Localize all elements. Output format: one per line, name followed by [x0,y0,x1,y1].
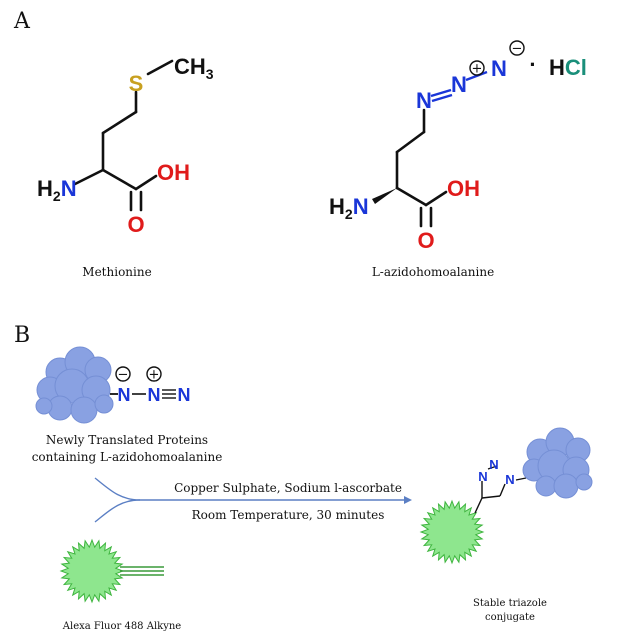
bond-c-oh [134,174,158,191]
methionine-methyl-ch: CH [174,54,206,79]
aha-minus-charge-circle [509,40,525,56]
bond-ca-n [73,168,105,186]
scheme-azide-minus-circle [115,366,131,382]
product-caption-line1: Stable triazole [473,598,547,609]
bond-ch2-ch2 [101,110,138,135]
product-caption-line2: conjugate [485,612,535,623]
arrow-branch-bottom [94,499,141,523]
aha-amine-sub: 2 [345,206,353,222]
aha-dot: · [529,52,536,77]
bond-ca-c [101,168,138,191]
product-starburst-icon [419,499,485,565]
methionine-methyl: CH3 [174,54,214,82]
triazole-n-left: N [478,469,487,484]
scheme-azide-plus-circle [146,366,162,382]
bond-n1-n2-b [431,93,453,103]
condition-line2: Room Temperature, 30 minutes [192,508,385,522]
methionine-structure: S CH3 H2N OH O [37,54,214,237]
scheme-azide-plus: + [149,368,160,383]
bond-s-ch3 [146,59,174,76]
aha-n3: N [491,56,507,81]
bond-c-oh-aha [424,190,448,207]
triazole-n-top: N [489,457,498,472]
condition-line1: Copper Sulphate, Sodium l-ascorbate [174,481,402,495]
wedge-bond-ca-n [372,188,397,204]
aha-n1: N [416,88,432,113]
protein-blob-icon [35,346,114,424]
triazole-ring [481,465,506,499]
methionine-hydroxyl: OH [157,160,190,185]
aha-hcl-cl: Cl [565,55,587,80]
aha-amine-n: N [353,194,369,219]
triazole-n-right: N [505,472,514,487]
aha-n2: N [451,72,467,97]
product-protein-blob-icon [522,427,593,499]
scheme-azide-n3: N [178,385,191,405]
scheme-azide-minus: − [118,368,129,383]
bond-n2-n3 [465,70,488,82]
methionine-hydroxyl-text: OH [157,160,190,185]
protein-caption-line1: Newly Translated Proteins [46,433,208,447]
scheme-azide-n1: N [118,385,131,405]
aha-caption: L-azidohomoalanine [372,265,494,279]
aha-hydroxyl: OH [447,176,480,201]
aha-hcl-h: H [549,55,565,80]
aha-hydroxyl-text: OH [447,176,480,201]
reaction-arrow-head [404,496,412,504]
methionine-caption: Methionine [82,265,151,279]
methionine-sulfur: S [129,71,144,96]
methionine-methyl-sub: 3 [206,66,214,82]
panel-b-label: B [14,323,30,348]
bond-ch2-ch2-aha [395,130,426,154]
methionine-amine-sub: 2 [53,188,61,204]
scheme-azide-n2: N [148,385,161,405]
bond-n1-n2-a [430,88,452,98]
alkyne-caption: Alexa Fluor 488 Alkyne [62,621,182,632]
aha-hcl: HCl [549,55,587,80]
aha-amine: H2N [329,194,369,222]
product-link-bond [474,497,483,514]
bond-ca-c-aha [395,186,428,207]
methionine-amine-n: N [61,176,77,201]
panel-a-label: A [13,9,31,34]
aha-carbonyl-oxygen: O [417,228,434,253]
methionine-carbonyl-oxygen: O [127,212,144,237]
methionine-amine: H2N [37,176,77,204]
aha-plus-charge: + [472,62,483,77]
fluorophore-starburst-icon [59,538,125,604]
arrow-branch-top [94,477,141,501]
aha-structure: N N N + − · HCl H2N OH O [329,40,587,253]
aha-amine-h: H [329,194,345,219]
triazole-protein-bond [515,477,527,481]
protein-caption-line2: containing L-azidohomoalanine [32,450,223,464]
methionine-amine-h: H [37,176,53,201]
aha-plus-charge-circle [469,60,485,76]
aha-minus-charge: − [512,42,523,57]
